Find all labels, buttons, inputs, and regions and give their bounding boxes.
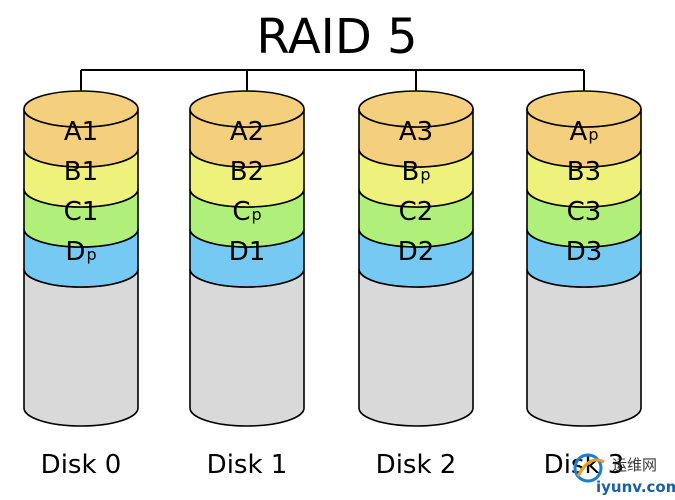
disk-body (189, 268, 305, 427)
disk-top-cap (526, 90, 642, 128)
disk-top-cap (23, 90, 139, 128)
block-label: A3 (399, 117, 433, 147)
block-label: Cp (232, 197, 261, 227)
block-label: C3 (567, 197, 602, 227)
diagram-title: RAID 5 (256, 9, 417, 65)
block-label: Bp (402, 157, 431, 187)
block-label: A1 (64, 117, 98, 147)
block-label: C1 (64, 197, 99, 227)
connector-lines (80, 69, 585, 109)
disk-top-cap (358, 90, 474, 128)
disk-label: Disk 2 (376, 450, 457, 480)
disk-body (526, 268, 642, 427)
disk-label: Disk 0 (41, 450, 122, 480)
block-label: D3 (566, 237, 603, 267)
watermark-logo-icon (573, 453, 605, 483)
block-label: B1 (64, 157, 98, 187)
block-label: D2 (398, 237, 435, 267)
disk-top-cap (189, 90, 305, 128)
block-label: B2 (230, 157, 264, 187)
block-label: Dp (65, 237, 96, 267)
block-label: C2 (399, 197, 434, 227)
block-label: Ap (570, 117, 599, 147)
disk-label: Disk 1 (207, 450, 288, 480)
watermark-site-name: 运维网 (612, 456, 657, 474)
watermark-url: iyunv.com (596, 478, 675, 496)
block-label: D1 (229, 237, 266, 267)
watermark: 运维网 iyunv.com (573, 453, 675, 496)
disk-body (23, 268, 139, 427)
disk-body (358, 268, 474, 427)
block-label: A2 (230, 117, 264, 147)
block-label: B3 (567, 157, 601, 187)
